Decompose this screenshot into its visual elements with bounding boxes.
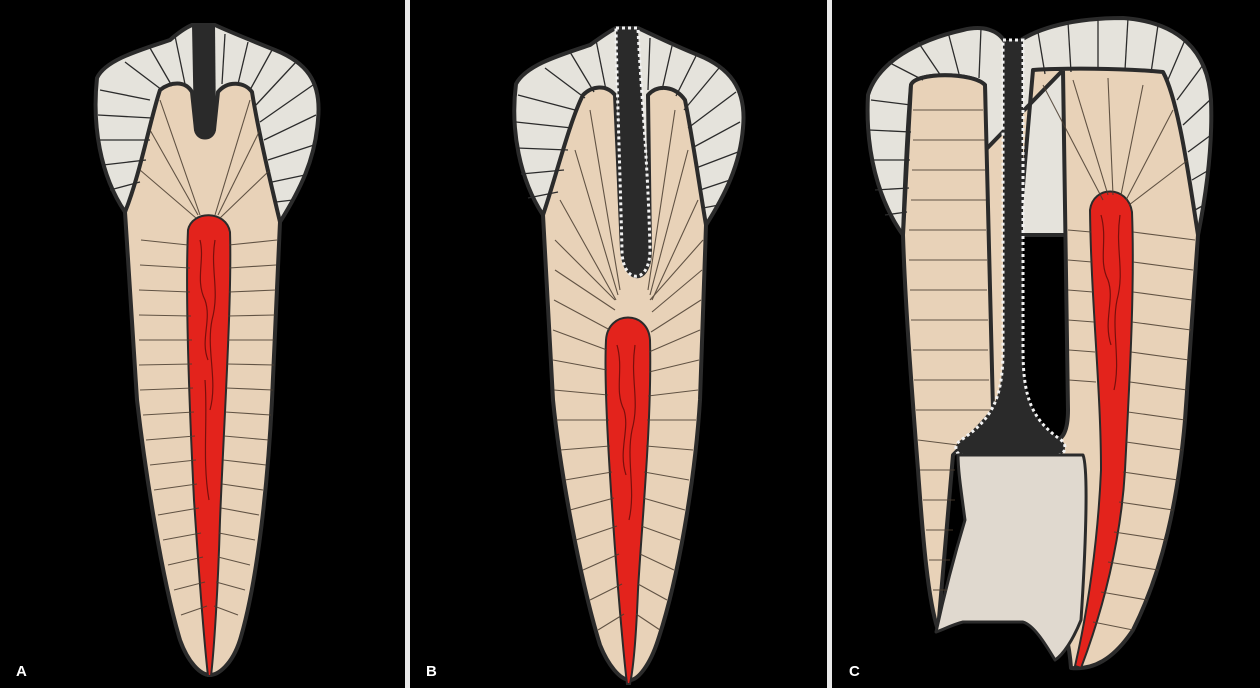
- tooth-a-illustration: [0, 0, 405, 688]
- panel-a: A: [0, 0, 405, 688]
- tooth-c-restoration: [936, 455, 1086, 660]
- panel-c: C: [833, 0, 1260, 688]
- panel-b: B: [410, 0, 827, 688]
- tooth-b: [514, 28, 743, 684]
- tooth-a-caries: [192, 25, 216, 139]
- tooth-c-illustration: [833, 0, 1260, 688]
- panel-divider: [827, 0, 832, 688]
- panel-a-label: A: [16, 663, 27, 680]
- tooth-b-illustration: [410, 0, 827, 688]
- tooth-c: [868, 18, 1212, 668]
- panel-b-label: B: [426, 663, 437, 680]
- tooth-a: [96, 25, 319, 676]
- panel-c-label: C: [849, 663, 860, 680]
